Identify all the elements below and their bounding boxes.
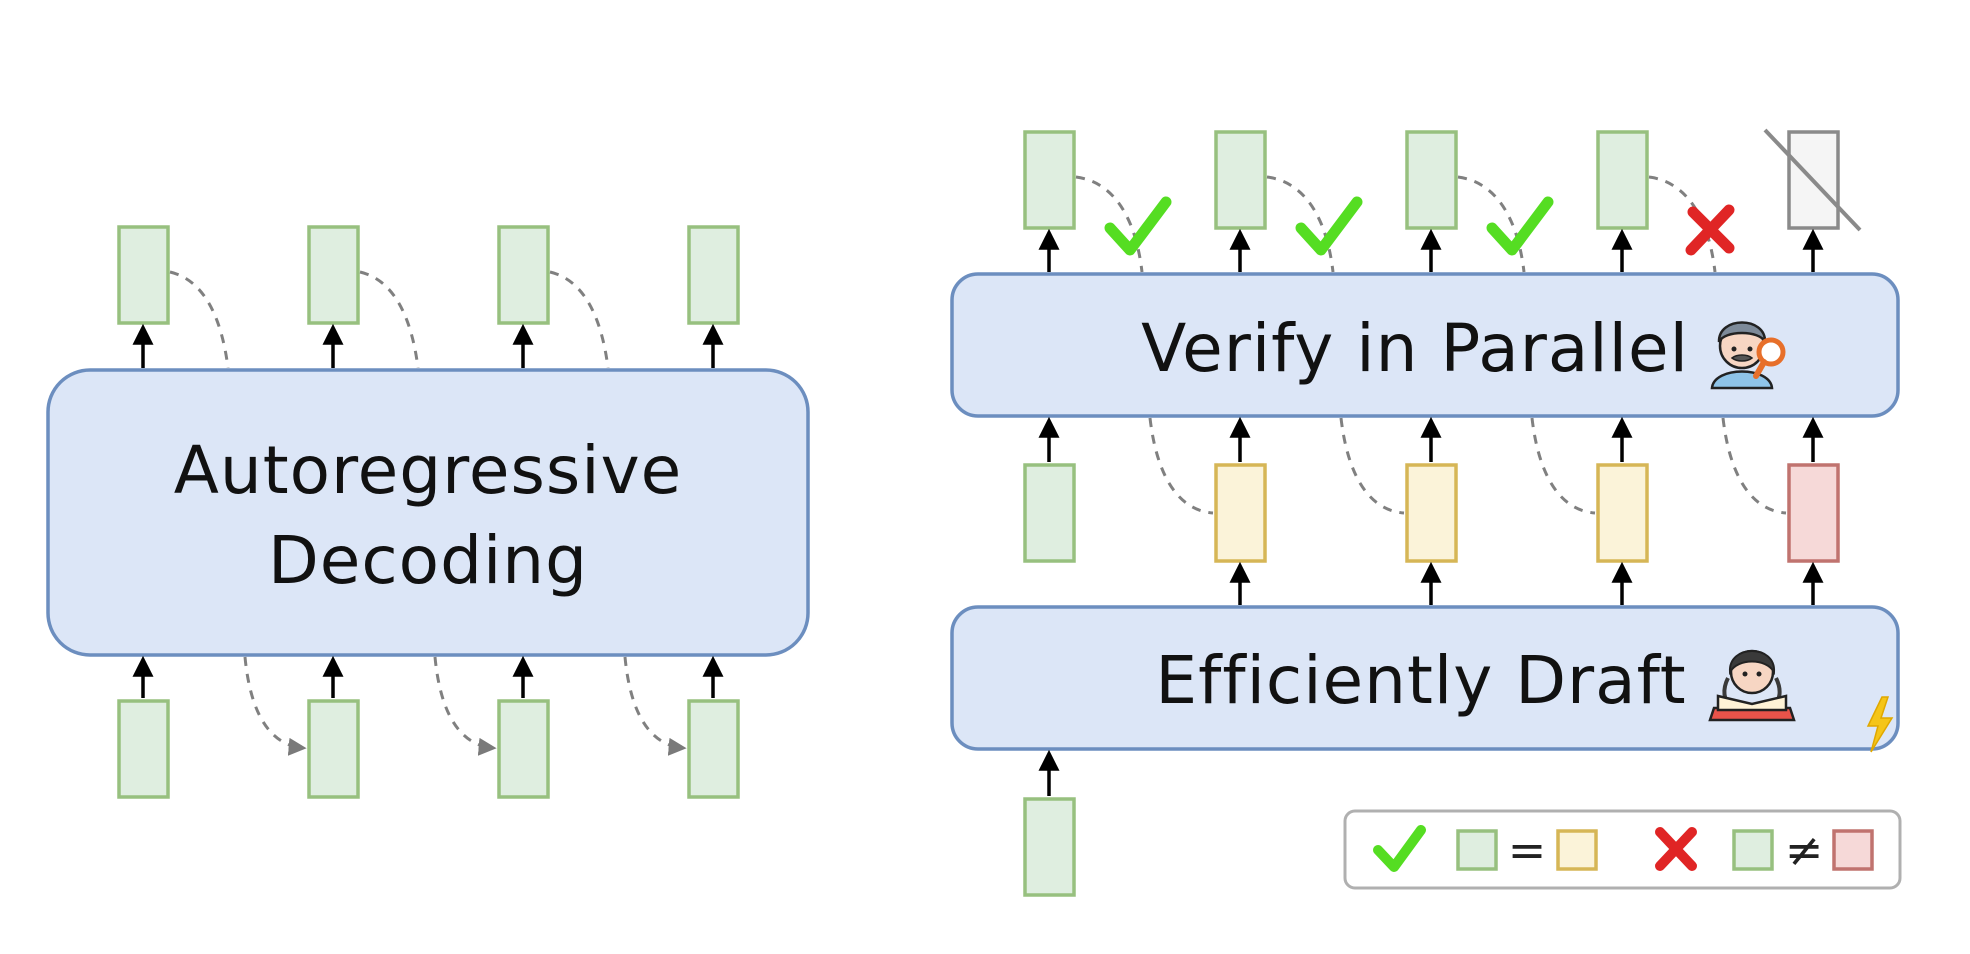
ar-bottom-curve-1	[243, 656, 307, 756]
discard-strike	[1763, 128, 1862, 232]
draft-token-1	[1023, 463, 1076, 563]
draft-token-5	[1787, 463, 1840, 563]
ar-top-dashed-curves	[169, 270, 610, 369]
detective-avatar-icon	[1710, 321, 1786, 390]
check-icon-1	[1104, 196, 1172, 256]
draft-token-2	[1214, 463, 1267, 563]
check-icon-3	[1486, 196, 1554, 256]
autoregressive-label-line1: Autoregressive	[174, 432, 682, 509]
legend-not-equal-symbol: ≠	[1785, 823, 1824, 877]
check-icon-2	[1295, 196, 1363, 256]
verify-output-token-3	[1405, 130, 1458, 230]
verify-top-curve-2	[1266, 175, 1335, 273]
verify-top-curve-3	[1457, 175, 1526, 273]
ar-input-token-4	[687, 699, 740, 799]
ar-input-arrows	[132, 655, 724, 698]
student-avatar-icon	[1708, 649, 1796, 722]
verify-mid-curve-2	[1339, 417, 1405, 515]
autoregressive-label-line2: Decoding	[268, 522, 588, 599]
legend-cross-icon	[1655, 827, 1697, 871]
verify-output-token-4	[1596, 130, 1649, 230]
ar-input-token-3	[497, 699, 550, 799]
lightning-icon	[1866, 696, 1894, 753]
ar-output-token-1	[117, 225, 170, 325]
ar-output-token-3	[497, 225, 550, 325]
ar-top-curve-3	[549, 270, 610, 369]
ar-input-token-1	[117, 699, 170, 799]
verify-box	[950, 272, 1900, 418]
verify-output-token-1	[1023, 130, 1076, 230]
speculative-panel: Verify in Parallel Efficiently Draft	[950, 128, 1902, 897]
verify-output-token-2	[1214, 130, 1267, 230]
ar-output-token-4	[687, 225, 740, 325]
verify-label: Verify in Parallel	[1141, 310, 1689, 387]
legend-green-token-2	[1732, 829, 1774, 871]
draft-output-arrows	[1229, 561, 1824, 605]
verify-mid-curve-1	[1148, 417, 1214, 515]
legend-check-icon	[1373, 825, 1426, 872]
draft-token-4	[1596, 463, 1649, 563]
verify-input-arrows	[1038, 416, 1824, 462]
legend-green-token	[1456, 829, 1498, 871]
verify-mid-dashed-curves	[1148, 417, 1787, 515]
autoregressive-box	[46, 368, 810, 657]
autoregressive-panel: Autoregressive Decoding	[46, 225, 810, 799]
draft-token-3	[1405, 463, 1458, 563]
verify-top-curve-1	[1075, 175, 1144, 273]
cross-icon-1	[1685, 204, 1735, 256]
ar-top-curve-1	[169, 270, 230, 369]
ar-bottom-curve-3	[623, 656, 687, 756]
legend: = ≠	[1343, 809, 1902, 890]
discarded-token	[1763, 128, 1862, 232]
legend-yellow-token	[1556, 829, 1598, 871]
draft-box	[950, 605, 1900, 751]
verify-output-arrows	[1038, 228, 1824, 272]
ar-output-arrows	[132, 323, 724, 368]
draft-label: Efficiently Draft	[1155, 642, 1686, 719]
ar-bottom-curve-2	[433, 656, 497, 756]
legend-equal-symbol: =	[1508, 823, 1547, 877]
ar-bottom-dashed-curves	[243, 656, 687, 756]
ar-output-token-2	[307, 225, 360, 325]
draft-input-token	[1023, 797, 1076, 897]
ar-input-token-2	[307, 699, 360, 799]
verify-mid-curve-4	[1721, 417, 1787, 515]
verify-mid-curve-3	[1530, 417, 1596, 515]
legend-red-token	[1832, 829, 1874, 871]
ar-top-curve-2	[359, 270, 420, 369]
